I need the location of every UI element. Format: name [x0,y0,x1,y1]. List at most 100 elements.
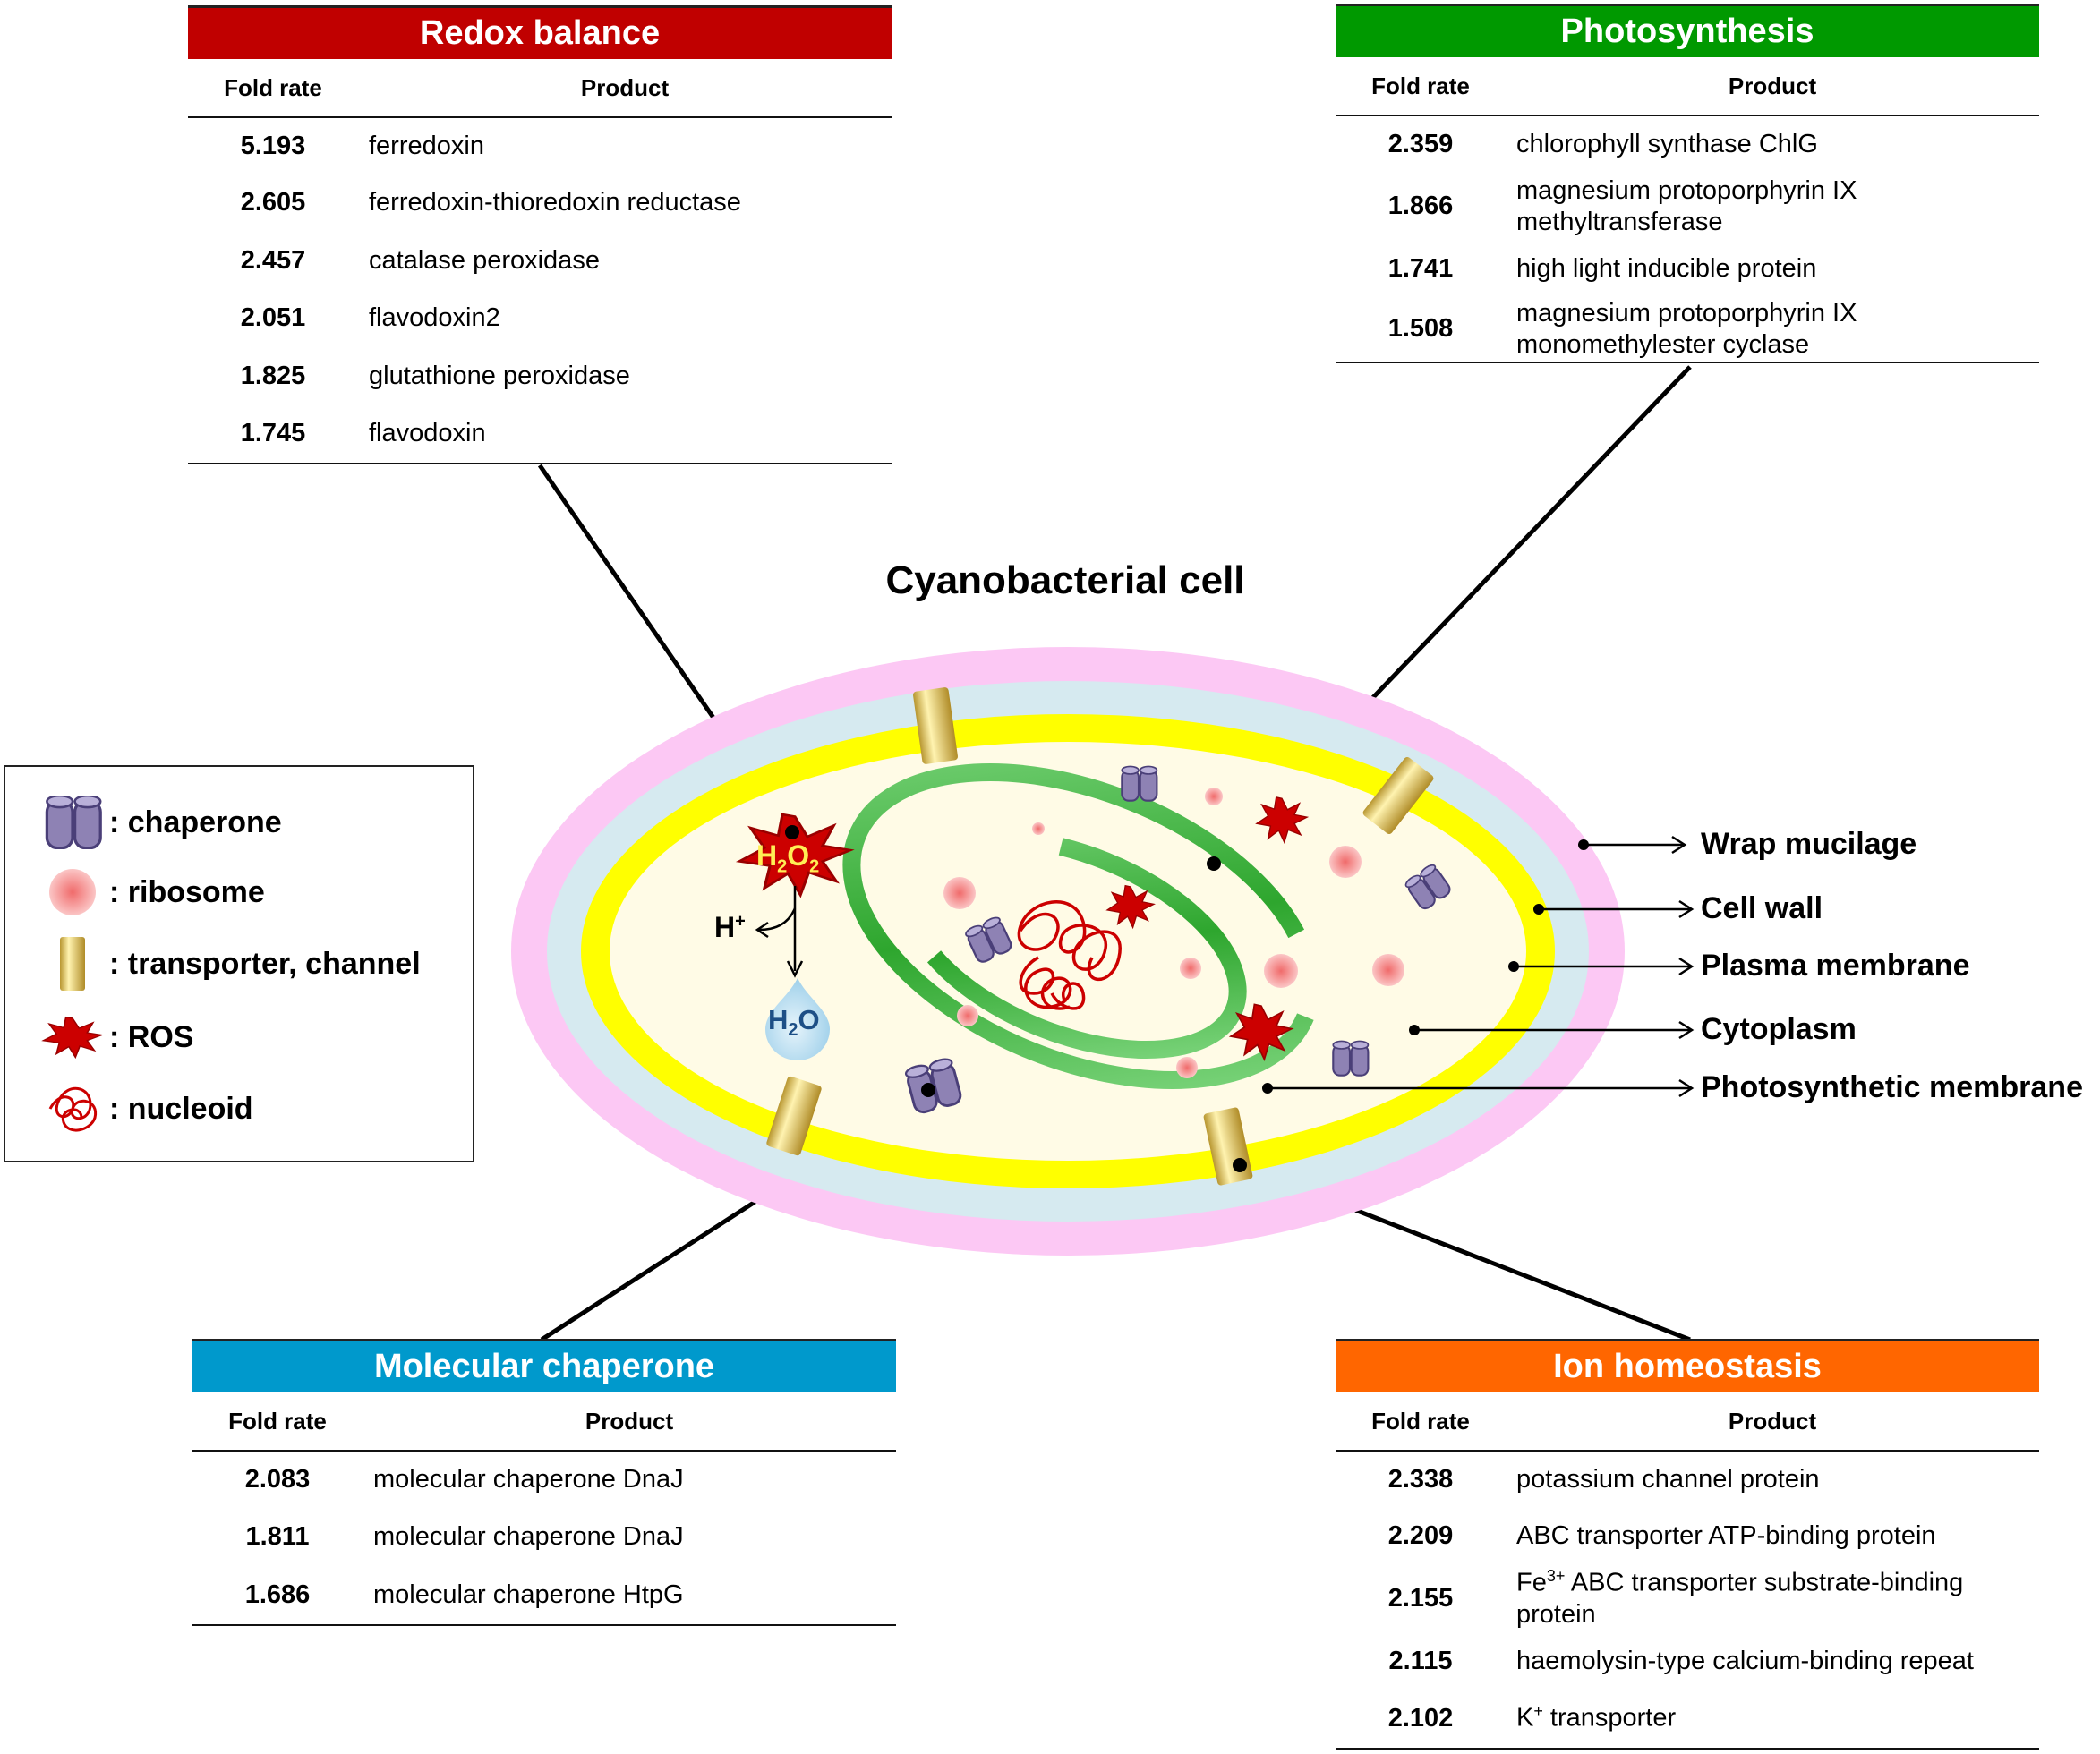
legend-label-ros: : ROS [109,1019,194,1054]
legend-item-nucleoid: : nucleoid [41,1080,253,1137]
product-name: molecular chaperone DnaJ [373,1465,684,1494]
h2o-o: O [798,1004,820,1035]
fold-value: 2.605 [240,188,306,217]
chaperone-icon [41,794,104,851]
panel-title-text: Ion homeostasis [1553,1348,1822,1385]
product-name: catalase peroxidase [369,245,600,275]
fold-value: 2.051 [240,303,306,333]
legend-item-ribosome: : ribosome [41,864,265,921]
h2o2-sub2: 2 [809,856,820,877]
h2o2-o: O [787,839,810,872]
ion-table: Fold rate Product 2.338 potassium channel… [1336,1392,2039,1748]
table-row: 2.457 catalase peroxidase [188,232,892,290]
product-text-post: ABC transporter substrate-binding protei… [1516,1568,1964,1630]
legend-label-nucleoid: : nucleoid [109,1091,253,1126]
h2o-label: H2O [768,1004,820,1041]
fold-value: 1.745 [240,419,306,448]
panel-title-ion: Ion homeostasis [1336,1339,2039,1392]
h2o-h: H [768,1004,789,1035]
h2o2-sub1: 2 [777,856,788,877]
col-header-product: Product [358,59,892,118]
product-superscript: + [1533,1702,1543,1721]
fold-value: 2.155 [1387,1584,1454,1614]
transporter-channel [913,687,958,764]
table-bottom-rule [188,463,892,464]
col-header-fold-rate: Fold rate [192,1392,363,1452]
col-header-fold-rate: Fold rate [188,59,358,118]
nucleoid-icon [41,1080,104,1137]
col-header-product: Product [363,1392,896,1452]
panel-title-redox: Redox balance [188,5,892,59]
layer-label-pointers [1268,835,1695,1098]
legend-label-chaperone: : chaperone [109,805,282,839]
panel-molecular-chaperone: Molecular chaperone Fold rate Product 2.… [192,1339,896,1626]
table-row: 1.866 magnesium protoporphyrin IX methylt… [1336,173,2039,241]
product-text-post: transporter [1542,1704,1677,1733]
h-plus-branch-arrow [758,907,797,932]
table-bottom-rule [192,1624,896,1626]
ribosome [1032,822,1045,835]
product-name: potassium channel protein [1516,1464,1820,1494]
ros-icon [41,1009,104,1066]
product-name: molecular chaperone HtpG [373,1579,684,1609]
legend-label-transporter: : transporter, channel [109,946,421,981]
product-name: glutathione peroxidase [369,361,630,390]
product-name: high light inducible protein [1516,253,1817,283]
ribosome [1264,954,1298,988]
table-bottom-rule [1336,362,2039,363]
table-row: 2.338 potassium channel protein [1336,1451,2039,1508]
fold-value: 2.115 [1388,1646,1453,1675]
h2o2-h: H [756,839,778,872]
product-name: chlorophyll synthase ChlG [1516,129,1818,158]
table-row: 1.825 glutathione peroxidase [188,347,892,405]
fold-value: 2.209 [1387,1521,1454,1551]
legend-label-ribosome: : ribosome [109,874,265,909]
h-plus-label: H+ [714,911,746,944]
product-superscript: 3+ [1546,1567,1566,1586]
col-header-product: Product [1506,57,2039,116]
product-name: flavodoxin2 [369,303,500,333]
label-wrap-mucilage: Wrap mucilage [1701,827,1917,861]
ribosome [1372,954,1404,986]
col-header-fold-rate: Fold rate [1336,1392,1506,1452]
product-name: haemolysin-type calcium-binding repeat [1516,1646,1974,1675]
product-name: magnesium protoporphyrin IX methyltransf… [1516,175,1857,236]
product-name: ferredoxin [369,131,484,160]
table-row: 1.811 molecular chaperone DnaJ [192,1509,896,1566]
fold-value: 2.338 [1387,1464,1454,1494]
panel-redox-balance: Redox balance Fold rate Product 5.193 fer… [188,5,892,464]
fold-value: 1.825 [240,361,306,390]
ribosome [943,877,976,909]
fold-value: 5.193 [240,131,306,160]
ribosome [1176,1057,1198,1078]
h2o-sub: 2 [788,1020,798,1041]
panel-title-text: Molecular chaperone [373,1348,715,1385]
product-name: molecular chaperone DnaJ [373,1522,684,1552]
fold-value: 2.457 [240,245,306,275]
h2o2-label: H2O2 [756,839,819,877]
fold-value: 1.866 [1387,192,1454,221]
cell-title: Cyanobacterial cell [885,558,1245,602]
label-photosynthetic-membrane: Photosynthetic membrane [1701,1070,2083,1104]
col-header-fold-rate: Fold rate [1336,57,1506,116]
legend-item-transporter: : transporter, channel [41,935,421,992]
panel-title-text: Photosynthesis [1560,13,1814,50]
ribosome [1329,846,1362,878]
transporter-channel [1362,756,1434,835]
product-name: magnesium protoporphyrin IX monomethyles… [1516,298,1857,359]
fold-value: 2.102 [1387,1703,1454,1733]
col-header-product: Product [1506,1392,2039,1452]
product-name: Fe3+ ABC transporter substrate-binding p… [1506,1565,2039,1633]
fold-value: 1.811 [245,1522,310,1552]
legend-item-ros: : ROS [41,1009,193,1066]
panel-ion-homeostasis: Ion homeostasis Fold rate Product 2.338 p… [1336,1339,2039,1750]
legend-box: : chaperone : ribosome : transporter, ch… [4,765,474,1162]
